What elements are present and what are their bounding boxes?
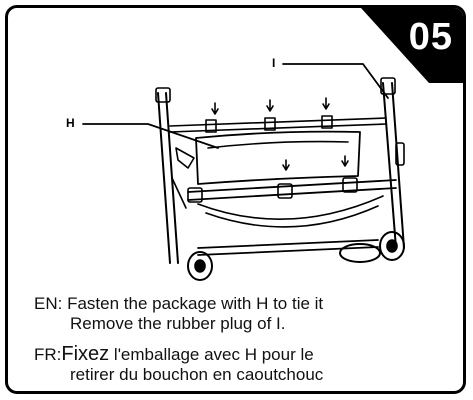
en-text-line1: Fasten the package with H to tie it: [67, 294, 324, 313]
label-h: H: [66, 116, 75, 130]
step-number: 05: [408, 16, 453, 58]
fr-prefix: FR:: [34, 345, 62, 364]
en-prefix: EN:: [34, 294, 63, 313]
en-instruction-line1: EN: Fasten the package with H to tie it: [34, 294, 323, 314]
label-i: I: [272, 56, 276, 70]
fr-text-line2: retirer du bouchon en caoutchouc: [70, 365, 324, 384]
fr-word-fixez: Fixez: [61, 343, 110, 365]
stroller-frame-illustration: [82, 63, 405, 281]
en-text-line2: Remove the rubber plug of I.: [70, 314, 286, 333]
fr-instruction-line1: FR:Fixez l'emballage avec H pour le: [34, 344, 314, 365]
step-corner-badge: [361, 8, 463, 83]
fr-text-line1: l'emballage avec H pour le: [109, 345, 314, 364]
instruction-panel: 05: [5, 5, 466, 394]
